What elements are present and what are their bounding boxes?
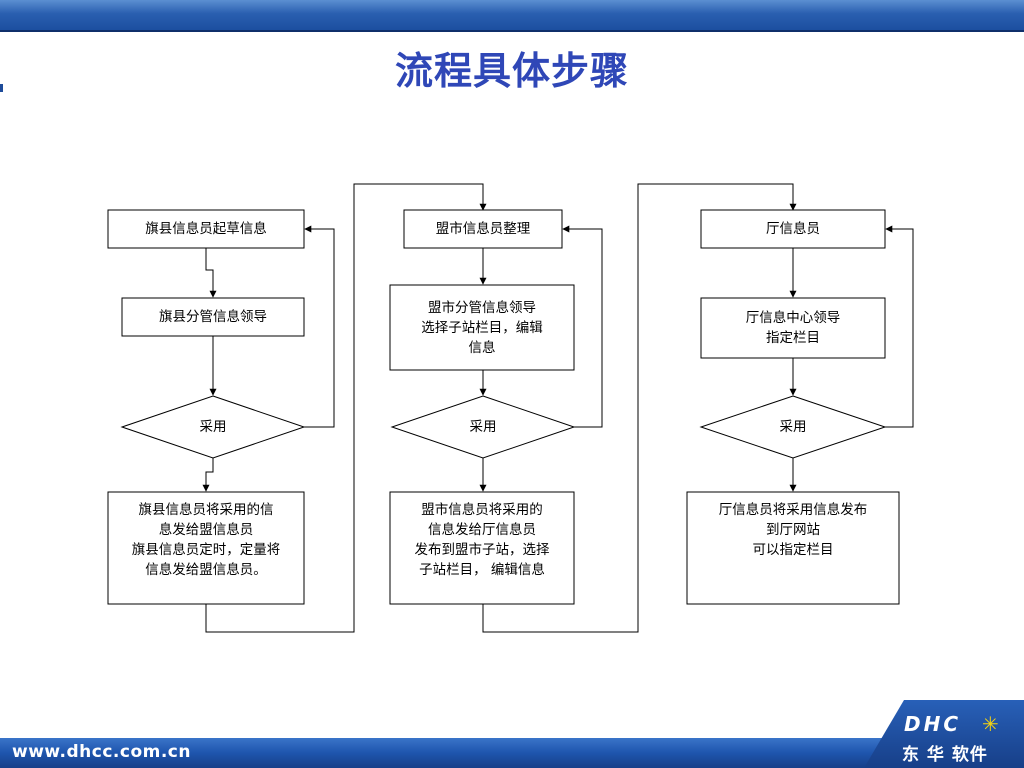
col1-connector-a bbox=[205, 248, 217, 298]
col2-organize-box bbox=[403, 209, 563, 249]
col1-publish-box bbox=[107, 491, 305, 605]
col1-leader-label: 旗县分管信息领导 bbox=[159, 309, 267, 325]
company-logo: DHC ✳ 东 华 软件 bbox=[900, 712, 1024, 768]
col3-loop-back bbox=[885, 225, 914, 428]
logo-dhc-text: DHC bbox=[904, 712, 962, 736]
col1-connector-c bbox=[202, 458, 214, 492]
col3-leader-label: 厅信息中心领导 指定栏目 bbox=[745, 310, 841, 346]
col2-decision-label: 采用 bbox=[469, 419, 497, 435]
col3-leader-box bbox=[700, 297, 886, 359]
col2-leader-label: 盟市分管信息领导 选择子站栏目，编辑 信息 bbox=[421, 299, 543, 356]
col3-office-box bbox=[700, 209, 886, 249]
col2-organize-label: 盟市信息员整理 bbox=[435, 221, 531, 237]
col2-leader-box bbox=[389, 284, 575, 371]
col1-publish-label: 旗县信息员将采用的信 息发给盟信息员 旗县信息员定时，定量将 信息发给盟信息员。 bbox=[131, 502, 281, 578]
col1-leader-box bbox=[121, 297, 305, 337]
footer-bar bbox=[0, 738, 1024, 768]
col3-publish-box bbox=[686, 491, 900, 605]
col2-to-col3-link bbox=[482, 183, 797, 633]
col1-decision-label: 采用 bbox=[199, 419, 227, 435]
logo-cn-text: 东 华 软件 bbox=[902, 745, 988, 765]
footer-url[interactable]: www.dhcc.com.cn bbox=[12, 742, 191, 762]
top-bar bbox=[0, 0, 1024, 30]
top-bar-divider bbox=[0, 30, 1024, 32]
col2-publish-label: 盟市信息员将采用的 信息发给厅信息员 发布到盟市子站，选择 子站栏目， 编辑信息 bbox=[414, 502, 550, 578]
col2-loop-back bbox=[562, 225, 603, 428]
col1-loop-back bbox=[304, 225, 335, 428]
col3-publish-label: 厅信息员将采用信息发布 到厅网站 可以指定栏目 bbox=[718, 502, 868, 558]
col1-draft-box bbox=[107, 209, 305, 249]
col3-decision-label: 采用 bbox=[779, 419, 807, 435]
col1-to-col2-link bbox=[205, 183, 487, 633]
sun-icon: ✳ bbox=[982, 712, 999, 736]
col1-draft-label: 旗县信息员起草信息 bbox=[145, 221, 267, 237]
side-marker bbox=[0, 84, 3, 92]
col3-office-label: 厅信息员 bbox=[766, 221, 820, 237]
col2-publish-box bbox=[389, 491, 575, 605]
slide-title: 流程具体步骤 bbox=[394, 49, 629, 93]
